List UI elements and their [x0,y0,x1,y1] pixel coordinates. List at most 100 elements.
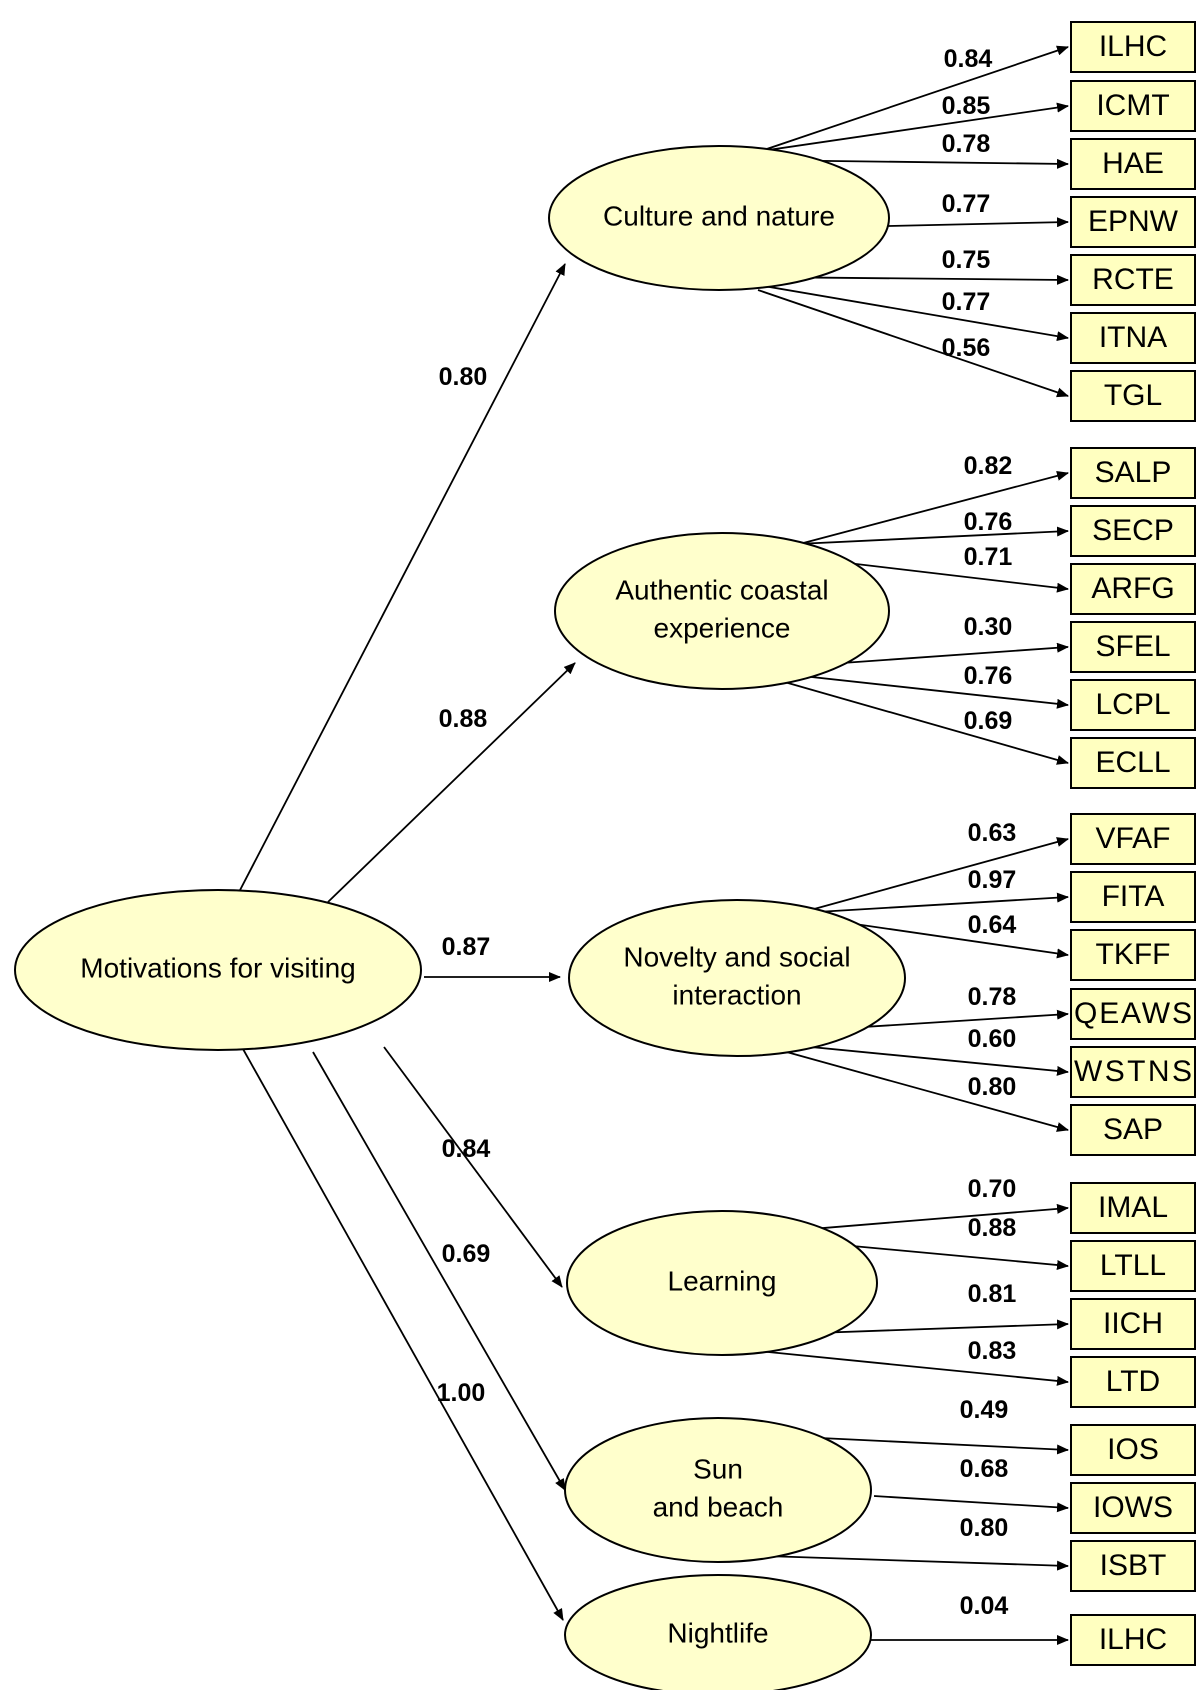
loading-label-authentic: 0.88 [439,705,488,733]
indicator-box-arfg: ARFG [1070,563,1196,615]
indicator-label: ECLL [1095,746,1170,779]
indicator-loading-label: 0.77 [942,190,991,218]
indicator-box-ltll: LTLL [1070,1240,1196,1292]
indicator-label: TGL [1104,379,1162,412]
indicator-label: IMAL [1098,1191,1168,1224]
indicator-loading-label: 0.82 [964,452,1013,480]
indicator-label: ITNA [1099,321,1167,354]
indicator-label: EPNW [1088,205,1179,238]
indicator-box-vfaf: VFAF [1070,813,1196,865]
indicator-loading-label: 0.88 [968,1214,1017,1242]
indicator-loading-label: 0.68 [960,1455,1009,1483]
factor-node-culture-shape [548,145,890,291]
indicator-loading-label: 0.69 [964,707,1013,735]
indicator-box-shape [1070,679,1196,731]
edge-culture-to-epnw [887,217,1069,228]
indicator-box-tgl: TGL [1070,370,1196,422]
root-node-motivations-label: Motivations for visiting [80,952,355,983]
root-node-motivations: Motivations for visiting [14,889,422,1051]
edge-authentic-to-secp [796,526,1069,545]
loading-label-culture: 0.80 [439,363,488,391]
edge-culture-to-tgl [757,289,1069,398]
factor-node-learning: Learning [566,1210,878,1356]
indicator-loading-label: 0.80 [968,1073,1017,1101]
indicator-label: LTLL [1100,1249,1166,1282]
edge-sun-to-iows [873,1495,1069,1513]
indicator-box-shape [1070,196,1196,248]
indicator-box-secp: SECP [1070,505,1196,557]
edge-root-to-sun [312,1051,566,1491]
indicator-box-imal: IMAL [1070,1182,1196,1234]
indicator-label: QEAWS [1074,997,1192,1030]
indicator-label: SECP [1092,514,1174,547]
indicator-box-shape [1070,138,1196,190]
indicator-box-ecll: ECLL [1070,737,1196,789]
indicator-label: WSTNS [1074,1055,1192,1088]
indicator-box-epnw: EPNW [1070,196,1196,248]
indicator-box-shape [1070,505,1196,557]
edge-root-to-authentic [327,662,576,903]
indicator-box-shape [1070,1298,1196,1350]
edge-sun-to-ios [778,1435,1069,1455]
indicator-box-shape [1070,1540,1196,1592]
indicator-loading-label: 0.71 [964,543,1013,571]
indicator-loading-label: 0.60 [968,1025,1017,1053]
edges-layer [237,45,1069,1645]
indicator-box-salp: SALP [1070,447,1196,499]
indicator-loading-label: 0.85 [942,92,991,120]
factor-node-novelty-label: Novelty and social [623,941,850,972]
edge-authentic-to-salp [791,470,1069,547]
edge-culture-to-itna [757,284,1069,342]
labels-layer: 0.800.840.850.780.770.750.770.560.880.82… [437,45,1017,1620]
indicator-label: FITA [1102,880,1165,913]
indicator-box-sfel: SFEL [1070,621,1196,673]
indicator-box-ilhc: ILHC [1070,21,1196,73]
indicator-box-ios: IOS [1070,1424,1196,1476]
indicator-loading-label: 0.97 [968,866,1017,894]
indicator-label: SFEL [1095,630,1170,663]
factor-node-authentic-label: Authentic coastal [615,574,828,605]
indicator-box-shape [1070,254,1196,306]
loading-label-learning: 0.84 [442,1135,491,1163]
indicator-label: HAE [1102,147,1164,180]
indicator-box-itna: ITNA [1070,312,1196,364]
factor-node-novelty-shape [568,899,906,1057]
indicator-label: ISBT [1100,1549,1167,1582]
factor-node-sun-shape [564,1417,872,1563]
indicator-box-ltd: LTD [1070,1356,1196,1408]
indicator-loading-label: 0.84 [944,45,993,73]
indicator-loading-label: 0.81 [968,1280,1017,1308]
indicator-loading-label: 0.30 [964,613,1013,641]
indicator-box-shape [1070,312,1196,364]
edge-novelty-to-fita [799,892,1069,914]
indicator-label: ILHC [1099,30,1167,63]
factor-node-sun-label: Sun [693,1453,743,1484]
indicator-box-shape [1070,1046,1196,1098]
edge-authentic-to-lcpl [774,672,1069,709]
loading-label-novelty: 0.87 [442,933,491,961]
indicator-box-shape [1070,737,1196,789]
indicator-box-ilhc: ILHC [1070,1614,1196,1666]
indicator-loading-label: 0.78 [968,983,1017,1011]
loading-label-nightlife: 1.00 [437,1379,486,1407]
factor-node-authentic-shape [554,532,890,690]
indicator-box-tkff: TKFF [1070,929,1196,981]
indicator-box-shape [1070,370,1196,422]
factor-node-authentic-label: experience [654,612,791,643]
indicator-loading-label: 0.80 [960,1514,1009,1542]
indicator-label: IICH [1103,1307,1163,1340]
indicator-box-shape [1070,21,1196,73]
edge-root-to-learning [383,1046,563,1288]
factor-node-nightlife: Nightlife [564,1574,872,1690]
indicator-box-iows: IOWS [1070,1482,1196,1534]
indicator-box-fita: FITA [1070,871,1196,923]
edge-root-to-nightlife [242,1048,564,1621]
edge-root-to-culture [237,263,566,895]
factor-node-sun-label: and beach [653,1491,784,1522]
indicator-loading-label: 0.64 [968,911,1017,939]
indicator-box-shape [1070,447,1196,499]
indicator-box-shape [1070,1240,1196,1292]
edge-culture-to-icmt [754,102,1069,153]
indicator-label: VFAF [1095,822,1170,855]
